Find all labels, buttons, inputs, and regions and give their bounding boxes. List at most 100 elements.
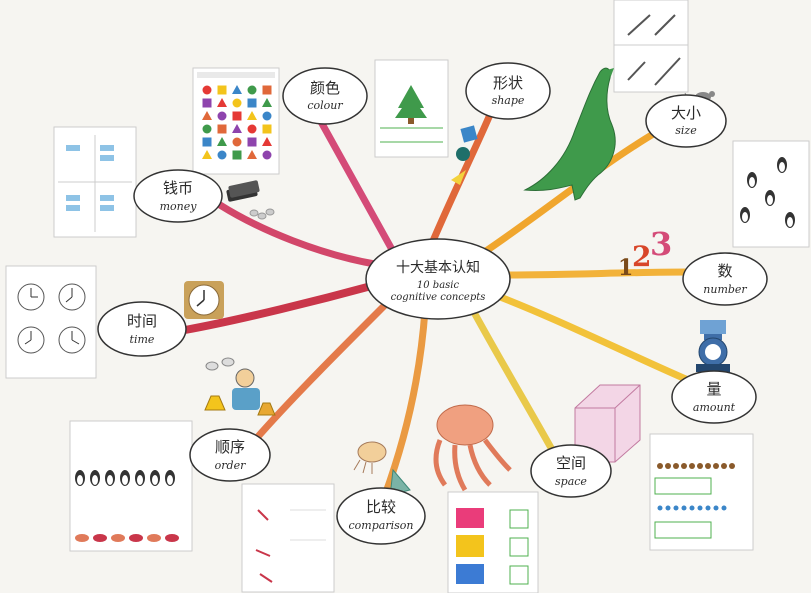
node-money[interactable]: 钱币 money <box>133 169 223 223</box>
amount-dot <box>705 505 711 511</box>
branch-order <box>251 296 394 444</box>
cuttlefish-icon <box>353 441 387 474</box>
dinosaur-icon <box>523 67 616 201</box>
penguin-belly <box>92 475 98 485</box>
shape-swatch <box>262 137 272 146</box>
node-space[interactable]: 空间 space <box>530 444 612 498</box>
shape-swatch <box>202 150 212 159</box>
worksheet-money <box>53 126 137 238</box>
worksheet-amount <box>649 433 754 551</box>
shape-swatch <box>232 150 242 160</box>
shape-swatch <box>202 98 212 108</box>
penguin-belly <box>122 475 128 485</box>
amount-dot <box>697 463 703 469</box>
crab-figure <box>93 534 107 542</box>
node-size-zh: 大小 <box>671 104 701 122</box>
node-space-en: space <box>555 475 587 488</box>
shape-swatch <box>262 85 272 95</box>
crab-figure <box>111 534 125 542</box>
node-colour-en: colour <box>307 99 343 112</box>
penguin-belly <box>779 162 785 172</box>
boy-with-cups-icon <box>204 357 276 416</box>
branch-time <box>181 281 379 334</box>
worksheet-number <box>732 140 810 248</box>
shape-swatch <box>217 111 227 121</box>
node-colour[interactable]: 颜色 colour <box>282 67 368 125</box>
amount-dot <box>705 463 711 469</box>
node-comparison-en: comparison <box>349 519 414 532</box>
shape-swatch <box>262 150 272 160</box>
node-comparison[interactable]: 比较 comparison <box>336 487 426 545</box>
center-title-en-1: 10 basic <box>417 280 460 291</box>
node-shape-en: shape <box>492 94 525 107</box>
crab-figure <box>147 534 161 542</box>
shape-swatch <box>202 137 212 147</box>
digit-2: 2 <box>632 240 651 273</box>
node-space-zh: 空间 <box>556 454 586 472</box>
shape-swatch <box>232 111 242 121</box>
branches <box>181 106 694 499</box>
crab-figure <box>75 534 89 542</box>
worksheet-order <box>69 420 193 552</box>
clock-icon <box>184 281 224 319</box>
amount-dot <box>681 505 687 511</box>
penguin-belly <box>152 475 158 485</box>
node-order-zh: 顺序 <box>215 438 245 456</box>
amount-dot <box>689 463 695 469</box>
shape-swatch <box>217 137 227 146</box>
branch-comparison <box>381 306 429 499</box>
amount-dot <box>729 463 735 469</box>
node-money-zh: 钱币 <box>163 179 193 197</box>
node-amount-zh: 量 <box>706 380 721 398</box>
shape-swatch <box>247 98 257 108</box>
worksheet-shape <box>374 59 449 158</box>
node-size-en: size <box>675 124 697 137</box>
node-order-en: order <box>215 459 246 472</box>
scale-icon <box>696 320 730 372</box>
node-time-zh: 时间 <box>127 312 157 330</box>
penguin-belly <box>77 475 83 485</box>
penguin-belly <box>787 217 793 227</box>
crab-figure <box>165 534 179 542</box>
penguin-belly <box>742 212 748 222</box>
node-shape[interactable]: 形状 shape <box>465 62 551 120</box>
shape-swatch <box>202 111 212 120</box>
branch-colour <box>316 116 399 259</box>
penguin-belly <box>767 195 773 205</box>
amount-dot <box>721 505 727 511</box>
shape-swatch <box>202 124 212 134</box>
penguin-belly <box>107 475 113 485</box>
node-money-en: money <box>160 200 198 213</box>
branch-number <box>501 268 694 279</box>
node-number-zh: 数 <box>717 262 732 280</box>
amount-dot <box>713 463 719 469</box>
penguin-belly <box>137 475 143 485</box>
shape-swatch <box>247 124 257 134</box>
node-time-en: time <box>130 333 155 346</box>
shape-swatch <box>247 137 257 147</box>
node-time[interactable]: 时间 time <box>97 301 187 357</box>
branch-amount <box>491 291 692 384</box>
amount-dot <box>721 463 727 469</box>
shape-swatch <box>262 111 272 121</box>
penguin-belly <box>749 177 755 187</box>
center-node: 十大基本认知 10 basic cognitive concepts <box>365 238 511 320</box>
money-icon <box>226 180 275 220</box>
digit-3: 3 <box>650 225 672 263</box>
amount-dot <box>697 505 703 511</box>
shape-swatch <box>217 98 227 107</box>
worksheet-size <box>613 0 689 93</box>
cube-icon <box>574 384 641 463</box>
worksheet-comparison <box>447 491 539 593</box>
node-comparison-zh: 比较 <box>366 498 396 516</box>
amount-dot <box>665 505 671 511</box>
illustrations: 1 2 3 <box>184 67 730 501</box>
shape-swatch <box>247 150 257 159</box>
node-order[interactable]: 顺序 order <box>189 428 271 482</box>
node-number[interactable]: 数 number <box>682 252 768 306</box>
amount-dot <box>713 505 719 511</box>
worksheet-colour <box>192 67 280 175</box>
node-amount[interactable]: 量 amount <box>671 370 757 424</box>
node-size[interactable]: 大小 size <box>645 94 727 148</box>
